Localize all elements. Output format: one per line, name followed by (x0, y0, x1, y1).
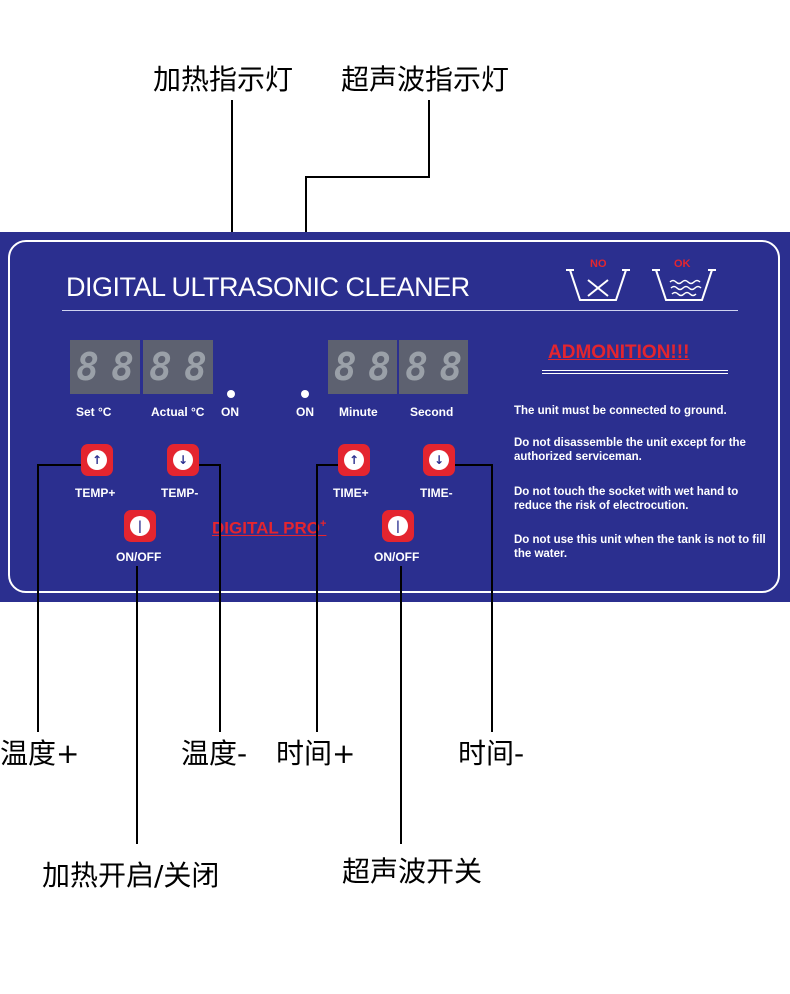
leader-temp-plus-v (37, 464, 39, 732)
down-arrow-icon: ↓ (429, 450, 449, 470)
brand-sup: + (320, 518, 327, 530)
leader-ultrasonic-v1 (428, 100, 430, 178)
no-tank-icon (566, 269, 630, 301)
second-label: Second (410, 405, 454, 419)
display-separator (140, 340, 143, 394)
ok-tank-icon (652, 269, 716, 301)
callout-ultrasonic-switch: 超声波开关 (342, 855, 483, 888)
warning-text: The unit must be connected to ground. (514, 405, 727, 417)
callout-time-plus: 时间+ (276, 737, 356, 770)
temp-digit: 8 (184, 345, 207, 389)
leader-time-plus-v (316, 464, 318, 732)
ultrasonic-indicator-light (301, 390, 309, 398)
brand-text: DIGITAL PRO (212, 518, 320, 538)
leader-heat-onoff (136, 566, 138, 844)
admonition-heading: ADMONITION!!! (548, 342, 690, 363)
display-separator (396, 340, 400, 394)
actual-temp-label: Actual °C (151, 405, 205, 419)
temp-plus-button[interactable]: ↑ (81, 444, 113, 476)
time-digit: 8 (405, 345, 428, 389)
leader-temp-minus-v (219, 464, 221, 732)
leader-ultrasonic-h (305, 176, 430, 178)
warning-text: Do not disassemble the unit except for t… (514, 437, 746, 463)
temp-plus-label: TEMP+ (75, 486, 116, 500)
heat-onoff-button[interactable]: | (124, 510, 156, 542)
callout-heat-indicator: 加热指示灯 (153, 63, 294, 96)
time-plus-label: TIME+ (333, 486, 369, 500)
time-digit: 8 (367, 345, 391, 389)
up-arrow-icon: ↑ (87, 450, 107, 470)
panel-border (8, 240, 780, 593)
tank-no-label: NO (590, 258, 607, 270)
minute-label: Minute (339, 405, 378, 419)
ultrasonic-onoff-button[interactable]: | (382, 510, 414, 542)
callout-temp-plus: 温度+ (0, 737, 80, 770)
leader-ultrasonic-switch (400, 566, 402, 844)
title-rule (62, 310, 738, 311)
warning-text: Do not touch the socket with wet hand to… (514, 486, 739, 512)
time-minus-button[interactable]: ↓ (423, 444, 455, 476)
time-minus-label: TIME- (420, 486, 453, 500)
temp-digit: 8 (76, 345, 99, 389)
ultrasonic-onoff-label: ON/OFF (374, 550, 420, 564)
tank-ok-label: OK (674, 258, 691, 270)
callout-time-minus: 时间- (458, 737, 525, 770)
leader-temp-minus-h (199, 464, 221, 466)
admonition-rule (542, 370, 728, 371)
admonition-rule (542, 373, 728, 374)
time-display: 8 8 8 8 (328, 340, 468, 394)
callout-temp-minus: 温度- (181, 737, 248, 770)
control-panel: DIGITAL ULTRASONIC CLEANER NO OK 8 8 8 8… (0, 232, 790, 602)
leader-temp-plus-h (37, 464, 81, 466)
panel-title: DIGITAL ULTRASONIC CLEANER (66, 272, 470, 302)
leader-time-minus-h (455, 464, 493, 466)
leader-time-plus-h (316, 464, 338, 466)
temp-minus-label: TEMP- (161, 486, 199, 500)
heat-on-label: ON (221, 405, 239, 419)
down-arrow-icon: ↓ (173, 450, 193, 470)
brand-logo: DIGITAL PRO+ (212, 518, 326, 539)
temp-digit: 8 (111, 345, 134, 389)
time-digit: 8 (439, 345, 463, 389)
temp-minus-button[interactable]: ↓ (167, 444, 199, 476)
ultrasonic-on-label: ON (296, 405, 314, 419)
up-arrow-icon: ↑ (344, 450, 364, 470)
temperature-display: 8 8 8 8 (70, 340, 213, 394)
power-icon: | (388, 516, 408, 536)
power-icon: | (130, 516, 150, 536)
leader-time-minus-v (491, 464, 493, 732)
temp-digit: 8 (149, 345, 172, 389)
warning-text: Do not use this unit when the tank is no… (514, 534, 766, 560)
heat-onoff-label: ON/OFF (116, 550, 162, 564)
heat-indicator-light (227, 390, 235, 398)
time-digit: 8 (333, 345, 357, 389)
set-temp-label: Set °C (76, 405, 112, 419)
callout-heat-onoff: 加热开启/关闭 (42, 859, 220, 892)
time-plus-button[interactable]: ↑ (338, 444, 370, 476)
callout-ultrasonic-indicator: 超声波指示灯 (341, 63, 510, 96)
